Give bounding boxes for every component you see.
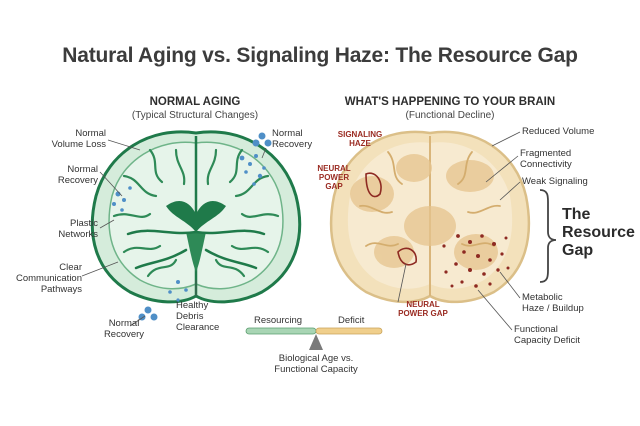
right-panel-heading: WHAT'S HAPPENING TO YOUR BRAIN: [344, 96, 556, 108]
scale-deficit-label: Deficit: [338, 315, 365, 326]
left-panel-subheading: (Typical Structural Changes): [131, 110, 259, 121]
label-normal-recovery-right: Normal Recovery: [272, 128, 313, 150]
label-normal-recovery-left: Normal Recovery: [57, 164, 98, 186]
normal-aging-brain: [90, 130, 302, 321]
scale-resourcing-label: Resourcing: [254, 315, 303, 326]
label-neural-power-gap-top: NEURAL POWER GAP: [317, 164, 351, 191]
label-reduced-volume: Reduced Volume: [522, 126, 595, 137]
label-metabolic: Metabolic Haze / Buildup: [522, 292, 584, 314]
left-panel-heading: NORMAL AGING: [149, 96, 241, 108]
label-fragmented: Fragmented Connectivity: [520, 148, 572, 170]
recovery-icon: [138, 132, 272, 321]
right-panel-subheading: (Functional Decline): [405, 110, 495, 121]
label-healthy-debris: Healthy Debris Clearance: [176, 300, 220, 333]
declining-brain: [329, 130, 531, 304]
balance-scale: [245, 327, 383, 350]
label-plastic-networks: Plastic Networks: [58, 218, 98, 240]
label-normal-recovery-bottom: Normal Recovery: [103, 318, 145, 340]
label-weak-signaling: Weak Signaling: [522, 176, 588, 187]
page-title: Natural Aging vs. Signaling Haze: The Re…: [62, 44, 578, 67]
resource-gap-label: The Resource Gap: [562, 206, 635, 259]
scale-caption: Biological Age vs. Functional Capacity: [274, 353, 358, 375]
label-signaling-haze: SIGNALING HAZE: [337, 130, 383, 148]
label-normal-volume-loss: Normal Volume Loss: [51, 128, 106, 150]
resource-gap-bracket: [539, 189, 557, 283]
label-neural-power-gap-bottom: NEURAL POWER GAP: [398, 300, 448, 318]
label-clear-pathways: Clear Communication Pathways: [16, 262, 82, 295]
label-functional-deficit: Functional Capacity Deficit: [514, 324, 580, 346]
